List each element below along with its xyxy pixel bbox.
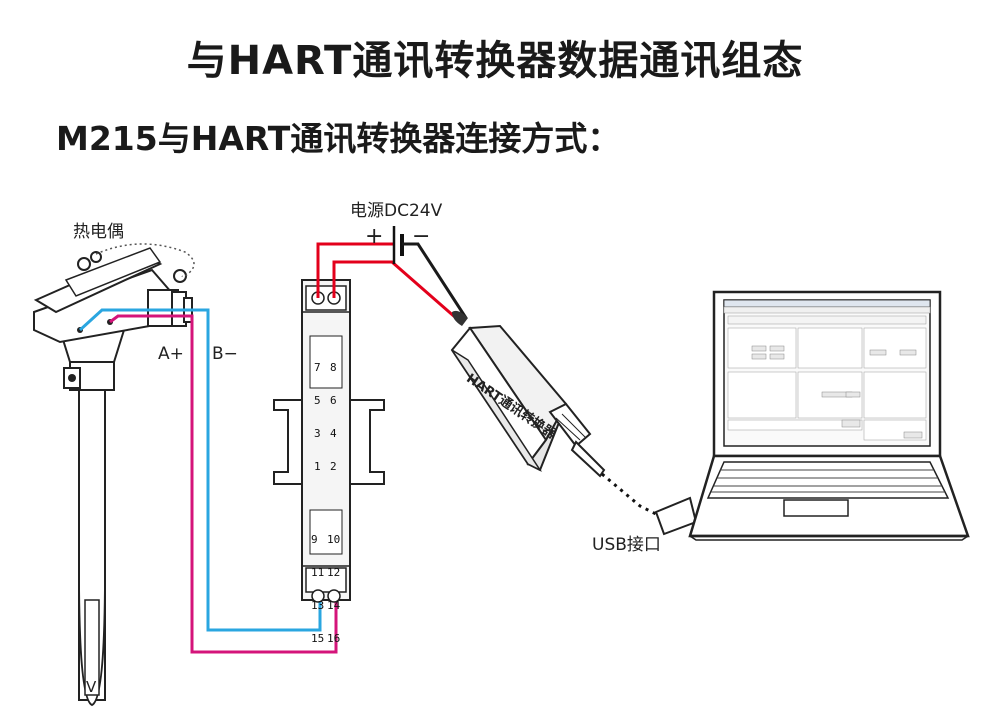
red-wire-2 bbox=[332, 260, 457, 320]
thermocouple-probe bbox=[33, 243, 195, 707]
terminal-number: 10 bbox=[327, 533, 341, 546]
terminal-number: 7 bbox=[314, 361, 321, 374]
magenta-wire bbox=[109, 314, 338, 654]
terminal-number: 8 bbox=[330, 361, 337, 374]
blue-wire bbox=[78, 308, 322, 632]
thermocouple-type-label: V bbox=[86, 678, 97, 696]
terminal-number: 1 bbox=[314, 460, 321, 473]
terminal-number: 14 bbox=[327, 599, 341, 612]
red-wire-1 bbox=[316, 242, 394, 298]
terminal-number: 5 bbox=[314, 394, 321, 407]
black-wire bbox=[402, 242, 468, 319]
terminal-number: 6 bbox=[330, 394, 337, 407]
terminal-number: 4 bbox=[330, 427, 337, 440]
b-minus-label: B− bbox=[212, 344, 238, 364]
page-title: 与HART通讯转换器数据通讯组态 bbox=[186, 38, 804, 84]
terminal-number: 11 bbox=[311, 566, 325, 579]
terminal-top-left: 7 5 3 1 bbox=[314, 340, 327, 483]
terminal-bottom-left: 9 11 13 15 bbox=[311, 512, 324, 655]
terminal-number: 15 bbox=[311, 632, 325, 645]
minus-label: − bbox=[412, 224, 431, 249]
connection-subtitle: M215与HART通讯转换器连接方式： bbox=[56, 119, 621, 158]
power-source-symbol bbox=[392, 226, 404, 264]
hart-converter bbox=[450, 310, 698, 536]
terminal-number: 2 bbox=[330, 460, 337, 473]
thermocouple-label: 热电偶 bbox=[73, 222, 124, 242]
plus-label: + bbox=[365, 224, 384, 249]
terminal-bottom-right: 10 12 14 16 bbox=[327, 512, 340, 655]
terminal-number: 12 bbox=[327, 566, 341, 579]
laptop bbox=[688, 290, 970, 541]
usb-label: USB接口 bbox=[592, 535, 661, 555]
a-plus-label: A+ bbox=[158, 344, 184, 364]
terminal-number: 3 bbox=[314, 427, 321, 440]
terminal-number: 13 bbox=[311, 599, 325, 612]
power-label: 电源DC24V bbox=[350, 201, 443, 221]
terminal-number: 16 bbox=[327, 632, 341, 645]
terminal-number: 9 bbox=[311, 533, 318, 546]
terminal-top-right: 8 6 4 2 bbox=[330, 340, 343, 483]
signal-module bbox=[301, 279, 351, 603]
